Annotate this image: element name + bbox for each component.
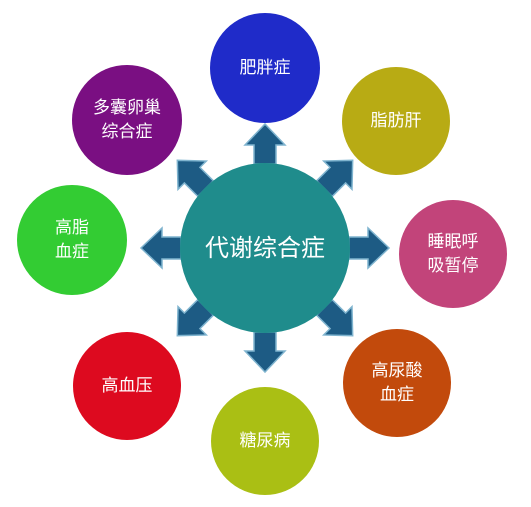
arrow-to-sleep-apnea	[348, 226, 391, 270]
node-diabetes: 糖尿病	[211, 387, 319, 495]
arrow-to-hyperuricemia	[315, 298, 354, 337]
node-circle	[73, 332, 181, 440]
arrow-to-obesity	[243, 122, 287, 165]
node-fatty-liver: 脂肪肝	[342, 67, 450, 175]
arrow-to-fatty-liver	[315, 159, 354, 198]
arrow-shape	[176, 159, 215, 198]
node-label: 吸暂停	[428, 256, 479, 276]
node-hypertension: 高血压	[73, 332, 181, 440]
node-label: 血症	[55, 242, 89, 262]
center-circle	[180, 163, 350, 333]
node-label: 血症	[380, 385, 414, 405]
arrow-to-diabetes	[243, 331, 287, 374]
node-label: 睡眠呼	[428, 232, 479, 252]
node-circle	[17, 185, 127, 295]
arrow-shape	[348, 226, 391, 270]
arrow-to-hyperlipidemia	[139, 226, 182, 270]
arrow-shape	[243, 122, 287, 165]
node-circle	[211, 387, 319, 495]
node-label: 综合症	[102, 122, 153, 142]
node-circle	[210, 13, 320, 123]
arrows-layer	[139, 122, 391, 374]
arrow-shape	[176, 298, 215, 337]
node-label: 多囊卵巢	[93, 98, 161, 118]
arrow-to-hypertension	[176, 298, 215, 337]
node-label: 肥胖症	[240, 58, 291, 78]
arrow-shape	[315, 159, 354, 198]
node-label: 高尿酸	[372, 361, 423, 381]
arrow-shape	[139, 226, 182, 270]
node-circle	[72, 65, 182, 175]
node-circle	[343, 329, 451, 437]
node-label: 高脂	[55, 218, 89, 238]
arrow-to-pcos	[176, 159, 215, 198]
node-label: 脂肪肝	[371, 111, 422, 131]
node-obesity: 肥胖症	[210, 13, 320, 123]
arrow-shape	[315, 298, 354, 337]
center-node: 代谢综合症	[180, 163, 350, 333]
center-label: 代谢综合症	[205, 234, 325, 262]
node-label: 高血压	[102, 376, 153, 396]
node-circle	[399, 200, 507, 308]
arrow-shape	[243, 331, 287, 374]
node-label: 糖尿病	[240, 431, 291, 451]
node-circle	[342, 67, 450, 175]
